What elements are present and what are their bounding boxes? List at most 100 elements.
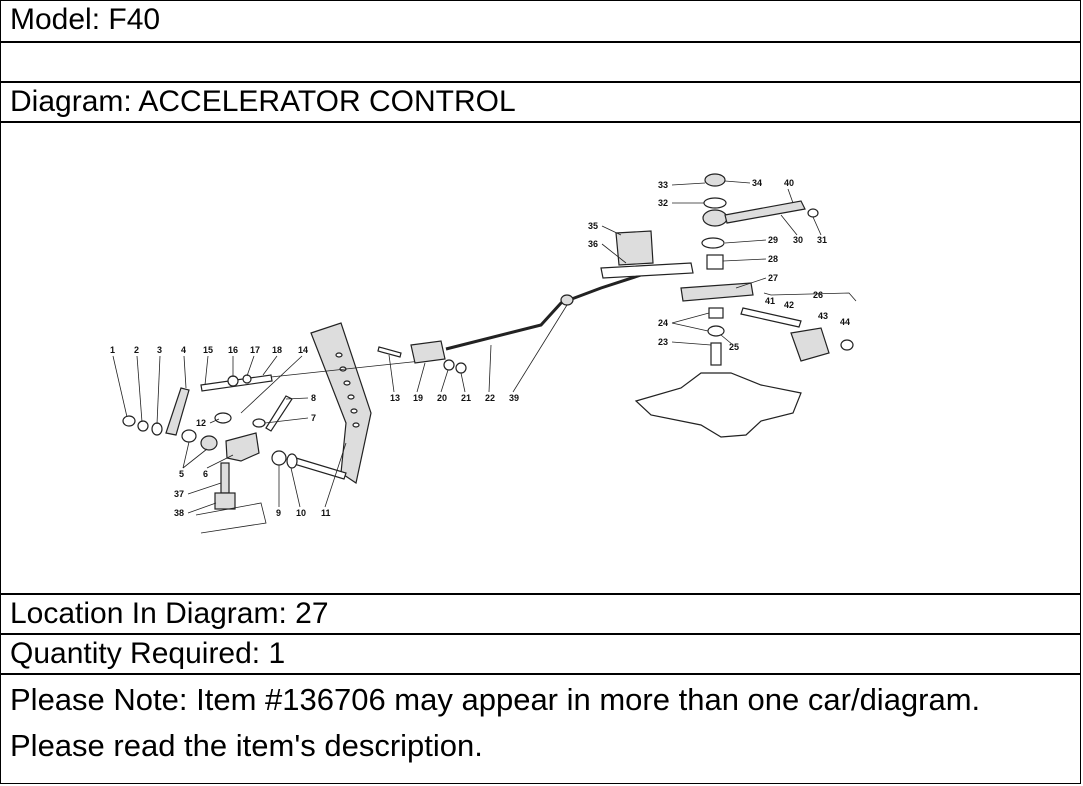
part-number-18: 18 xyxy=(272,345,282,355)
part-number-39: 39 xyxy=(509,393,519,403)
hub-part xyxy=(702,209,728,227)
part-number-40: 40 xyxy=(784,178,794,188)
pedal-part xyxy=(310,322,372,484)
part-number-9: 9 xyxy=(276,508,281,518)
washer-3-part xyxy=(151,422,163,436)
floor-plate-part xyxy=(195,502,267,534)
ball-joint-44-part xyxy=(840,339,854,351)
part-number-19: 19 xyxy=(413,393,423,403)
part-number-23: 23 xyxy=(658,337,668,347)
bush-28-part xyxy=(706,254,724,270)
note-row: Please Note: Item #136706 may appear in … xyxy=(1,675,1080,785)
bush-24-part xyxy=(708,307,724,319)
quantity-row: Quantity Required: 1 xyxy=(1,635,1080,675)
cable-sheath-part xyxy=(445,269,662,351)
part-number-33: 33 xyxy=(658,180,668,190)
part-number-1: 1 xyxy=(110,345,115,355)
part-number-13: 13 xyxy=(390,393,400,403)
part-number-37: 37 xyxy=(174,489,184,499)
pedal-shaft-part xyxy=(293,457,347,480)
part-number-30: 30 xyxy=(793,235,803,245)
part-number-27: 27 xyxy=(768,273,778,283)
cable-line xyxy=(270,360,422,378)
part-number-43: 43 xyxy=(818,311,828,321)
spacer-12-part xyxy=(214,412,232,424)
nut-20-part xyxy=(443,359,455,371)
part-number-38: 38 xyxy=(174,508,184,518)
part-number-42: 42 xyxy=(784,300,794,310)
leader-lines xyxy=(112,180,822,514)
bracket-26-line xyxy=(763,292,857,302)
diagram-row: 1 2 3 4 15 16 17 18 14 8 7 12 5 6 37 38 … xyxy=(1,123,1080,595)
washer-29-part xyxy=(701,237,725,249)
part-number-15: 15 xyxy=(203,345,213,355)
washer-9-part xyxy=(271,450,287,466)
part-number-41: 41 xyxy=(765,296,775,306)
part-number-34: 34 xyxy=(752,178,762,188)
washer-32-part xyxy=(703,197,727,209)
part-number-12: 12 xyxy=(196,418,206,428)
part-number-6: 6 xyxy=(203,469,208,479)
part-number-32: 32 xyxy=(658,198,668,208)
part-number-2: 2 xyxy=(134,345,139,355)
washer-2-part xyxy=(137,420,149,432)
bracket-part xyxy=(225,432,260,462)
location-row: Location In Diagram: 27 xyxy=(1,595,1080,635)
part-number-17: 17 xyxy=(250,345,260,355)
part-number-44: 44 xyxy=(840,317,850,327)
part-number-5: 5 xyxy=(179,469,184,479)
blank-row xyxy=(1,43,1080,83)
part-number-31: 31 xyxy=(817,235,827,245)
model-row: Model: F40 xyxy=(1,1,1080,43)
washer-1-part xyxy=(122,415,136,427)
part-number-20: 20 xyxy=(437,393,447,403)
part-number-36: 36 xyxy=(588,239,598,249)
part-number-26: 26 xyxy=(813,290,823,300)
model-label: Model: F40 xyxy=(10,3,161,36)
part-number-10: 10 xyxy=(296,508,306,518)
nut-21-part xyxy=(455,362,467,374)
throttle-body-part xyxy=(634,372,802,438)
part-number-3: 3 xyxy=(157,345,162,355)
cap-part xyxy=(704,173,726,187)
pin-31-part xyxy=(807,208,819,218)
lever-part xyxy=(165,387,190,436)
linkage-43-part xyxy=(790,327,830,362)
spacer-7-part xyxy=(252,418,266,428)
part-number-16: 16 xyxy=(228,345,238,355)
part-number-4: 4 xyxy=(181,345,186,355)
location-label: Location In Diagram: 27 xyxy=(10,597,329,630)
part-number-7: 7 xyxy=(311,413,316,423)
rod-nut-part-2 xyxy=(242,374,252,384)
part-number-14: 14 xyxy=(298,345,308,355)
note-text: Please Note: Item #136706 may appear in … xyxy=(10,682,981,763)
diagram-title: Diagram: ACCELERATOR CONTROL xyxy=(10,85,516,118)
washer-25-part xyxy=(707,325,725,337)
part-number-24: 24 xyxy=(658,318,668,328)
washer-10-part xyxy=(286,453,298,469)
part-number-21: 21 xyxy=(461,393,471,403)
fitting-part xyxy=(410,340,446,364)
bush-part-2 xyxy=(200,435,218,451)
diagram-title-row: Diagram: ACCELERATOR CONTROL xyxy=(1,83,1080,123)
cable-end-part xyxy=(600,262,694,279)
part-number-29: 29 xyxy=(768,235,778,245)
pin-part xyxy=(377,346,402,358)
link-rod-part xyxy=(740,307,802,328)
accelerator-control-diagram: 1 2 3 4 15 16 17 18 14 8 7 12 5 6 37 38 … xyxy=(110,173,857,534)
rod-nut-part xyxy=(227,375,239,387)
stud-part xyxy=(220,462,230,494)
part-number-25: 25 xyxy=(729,342,739,352)
lever-27-part xyxy=(680,282,754,302)
part-number-22: 22 xyxy=(485,393,495,403)
quantity-label: Quantity Required: 1 xyxy=(10,637,286,670)
bolt-part xyxy=(265,395,293,432)
part-number-8: 8 xyxy=(311,393,316,403)
part-number-35: 35 xyxy=(588,221,598,231)
stud-base-part xyxy=(214,492,236,510)
pin-23-part xyxy=(710,342,722,366)
cable-bracket-part xyxy=(615,230,654,266)
bush-part xyxy=(181,429,197,443)
part-number-labels: 1 2 3 4 15 16 17 18 14 8 7 12 5 6 37 38 … xyxy=(110,178,850,518)
